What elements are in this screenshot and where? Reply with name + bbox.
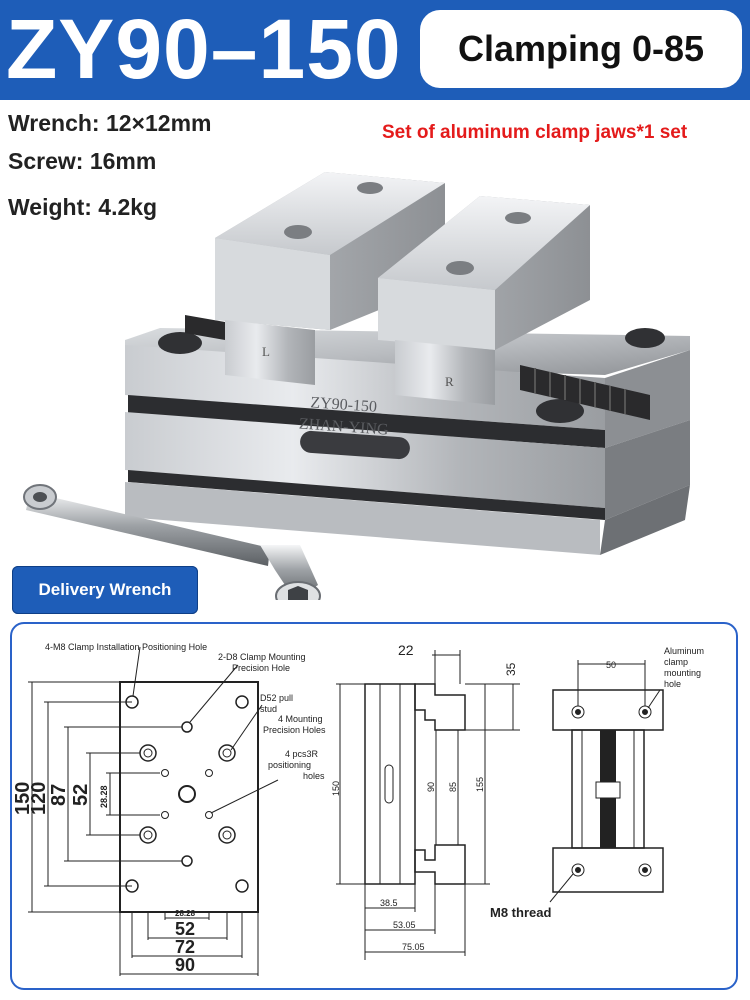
dim-22: 22 bbox=[398, 642, 414, 658]
dim-35: 35 bbox=[504, 662, 518, 676]
callout-aluminum-4: hole bbox=[664, 679, 681, 689]
callout-pull-stud-2: stud bbox=[260, 704, 277, 714]
callout-aluminum-1: Aluminum bbox=[664, 646, 704, 656]
callout-3r-3: holes bbox=[303, 771, 325, 781]
dim-90-side: 90 bbox=[426, 782, 436, 792]
dim-120: 120 bbox=[28, 782, 50, 815]
callout-aluminum-3: mounting bbox=[664, 668, 701, 678]
dim-52-horizontal: 52 bbox=[175, 919, 195, 939]
clamping-range-badge: Clamping 0-85 bbox=[420, 10, 742, 88]
callout-pull-stud-1: D52 pull bbox=[260, 693, 293, 703]
dim-28-28-vertical: 28.28 bbox=[99, 785, 109, 808]
callout-clamp-precision-2: Precision Hole bbox=[232, 663, 290, 673]
delivery-wrench-image bbox=[23, 484, 321, 600]
header-banner: ZY90–150 Clamping 0-85 bbox=[0, 0, 750, 100]
callout-mount-holes-1: 4 Mounting bbox=[278, 714, 323, 724]
right-aluminum-jaw: R bbox=[378, 196, 590, 405]
callout-m8-thread: M8 thread bbox=[490, 905, 551, 920]
technical-drawing: 4-M8 Clamp Installation Positioning Hole… bbox=[12, 642, 704, 976]
callout-3r-2: positioning bbox=[268, 760, 311, 770]
dim-53-05: 53.05 bbox=[393, 920, 416, 930]
callout-clamp-hole: 4-M8 Clamp Installation Positioning Hole bbox=[45, 642, 207, 652]
dim-87: 87 bbox=[48, 784, 70, 806]
delivery-wrench-label: Delivery Wrench bbox=[38, 580, 172, 599]
jaw-set-note: Set of aluminum clamp jaws*1 set bbox=[382, 122, 688, 143]
callout-aluminum-2: clamp bbox=[664, 657, 688, 667]
dim-150-side: 150 bbox=[331, 781, 341, 796]
dim-90: 90 bbox=[175, 955, 195, 975]
engraving-brand: ZHAN-YING bbox=[298, 415, 389, 438]
callout-3r-1: 4 pcs3R bbox=[285, 749, 319, 759]
spec-weight: Weight: 4.2kg bbox=[8, 194, 158, 220]
jaw-right-mark: R bbox=[445, 374, 454, 389]
vise-product-image: L R ZY90-150 ZHAN-YING bbox=[23, 172, 690, 600]
lead-screw bbox=[185, 315, 650, 420]
model-title: ZY90–150 bbox=[6, 2, 402, 96]
front-view bbox=[549, 660, 664, 903]
dim-150: 150 bbox=[12, 782, 34, 815]
dim-52-vertical: 52 bbox=[70, 784, 92, 806]
spec-wrench: Wrench: 12×12mm bbox=[8, 110, 212, 136]
clamping-range-label: Clamping 0-85 bbox=[457, 28, 705, 69]
front-view-labels: 50 Aluminum clamp mounting hole M8 threa… bbox=[490, 646, 704, 920]
dim-28-28-horizontal: 28.28 bbox=[175, 909, 196, 918]
callout-clamp-precision-1: 2-D8 Clamp Mounting bbox=[218, 652, 306, 662]
spec-screw: Screw: 16mm bbox=[8, 148, 157, 174]
top-view: 4-M8 Clamp Installation Positioning Hole… bbox=[12, 642, 326, 976]
side-view bbox=[336, 650, 520, 960]
delivery-wrench-badge: Delivery Wrench bbox=[12, 566, 198, 614]
jaw-left-mark: L bbox=[262, 344, 270, 359]
dim-75-05: 75.05 bbox=[402, 942, 425, 952]
dim-155: 155 bbox=[475, 777, 485, 792]
dim-38-5: 38.5 bbox=[380, 898, 398, 908]
dim-50: 50 bbox=[606, 660, 616, 670]
callout-mount-holes-2: Precision Holes bbox=[263, 725, 326, 735]
engraving-model: ZY90-150 bbox=[310, 394, 378, 416]
dim-72: 72 bbox=[175, 937, 195, 957]
side-view-dims: 22 35 150 90 85 155 38.5 53.05 75.05 bbox=[331, 642, 518, 952]
dim-85: 85 bbox=[448, 782, 458, 792]
